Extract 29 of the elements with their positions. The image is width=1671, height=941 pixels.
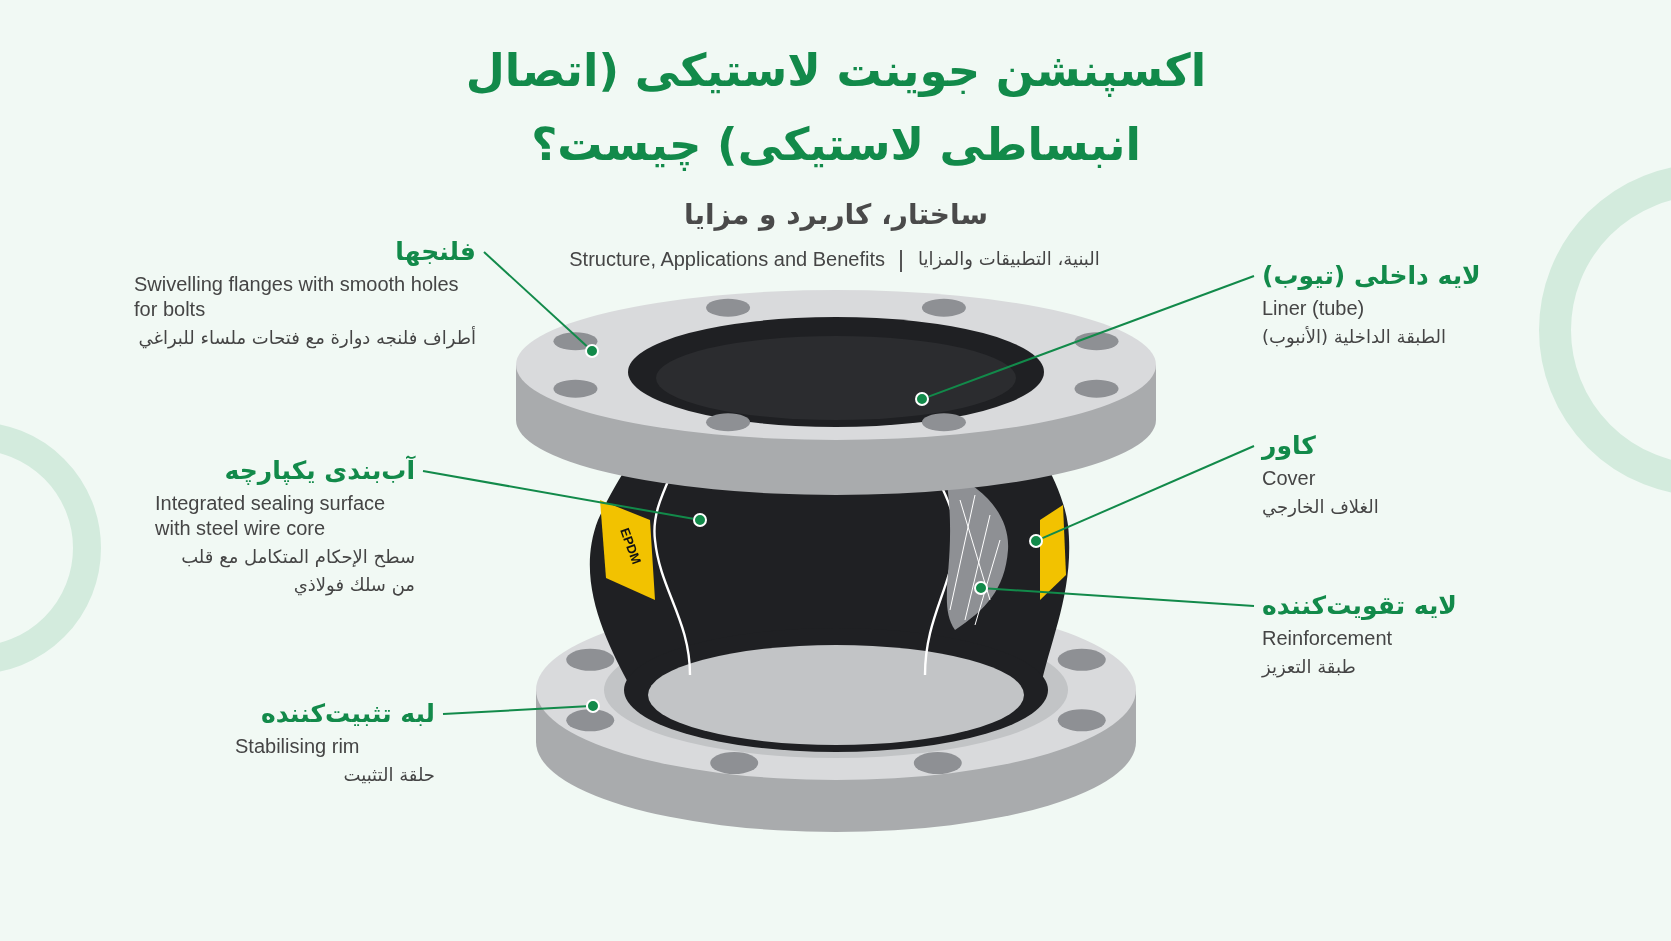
part-description: الطبقة الداخلية (الأنبوب) <box>1262 325 1446 350</box>
part-description: Reinforcement <box>1262 626 1393 651</box>
part-description: طبقة التعزيز <box>1262 655 1356 680</box>
band-label: EPDM <box>617 525 645 567</box>
part-heading: لبه تثبیت‌کننده <box>260 698 435 730</box>
leader-line <box>927 275 1255 398</box>
title: اکسپنشن جوینت لاستیکی (اتصال انبساطی لاستیکی) چیست؟ <box>464 43 1208 173</box>
part-description: Liner (tube) <box>1262 296 1365 321</box>
subtitle: Structure, Applications and Benefits <box>569 248 885 271</box>
subtitle: ساختار، کاربرد و مزایا <box>683 198 989 231</box>
part-description: سطح الإحكام المتكامل مع قلب من سلك فولاذي <box>180 545 415 598</box>
part-heading: لایه تقویت‌کننده <box>1262 590 1457 622</box>
leader-line <box>442 705 587 715</box>
part-description: حلقة التثبيت <box>343 763 435 787</box>
part-description: الغلاف الخارجي <box>1262 495 1379 520</box>
part-description: Integrated sealing surface with steel wire core <box>155 491 387 541</box>
part-description: Cover <box>1262 466 1316 491</box>
leader-line <box>422 470 695 520</box>
part-heading: آب‌بندی یکپارچه <box>224 455 415 487</box>
part-heading: لایه داخلی (تیوب) <box>1262 260 1481 292</box>
leader-line <box>987 587 1255 607</box>
leader-line <box>1041 445 1255 540</box>
leader-line <box>483 251 588 348</box>
part-description: أطراف فلنجه دوارة مع فتحات ملساء للبراغي <box>138 325 476 351</box>
part-heading: کاور <box>1262 430 1316 462</box>
part-description: Swivelling flanges with smooth holes for bolts <box>134 272 460 322</box>
part-description: Stabilising rim <box>235 734 360 759</box>
part-heading: فلنجها <box>395 236 476 268</box>
subtitle: البنية، التطبيقات والمزايا <box>918 248 1100 269</box>
